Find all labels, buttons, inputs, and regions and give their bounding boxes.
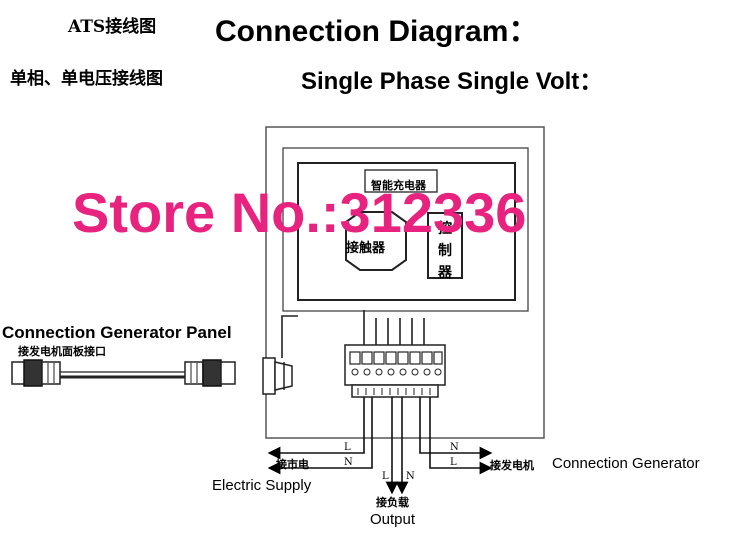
output-n-letter: N xyxy=(406,471,415,482)
charger-label: 智能充电器 xyxy=(371,179,426,192)
generator-panel-label-cn: 接发电机面板接口 xyxy=(18,345,106,358)
internal-wires xyxy=(363,310,425,345)
panel-socket xyxy=(262,357,293,395)
cabinet-inner-frame xyxy=(282,147,529,312)
cabinet-outer xyxy=(265,126,545,439)
electric-supply-label: Electric Supply xyxy=(212,477,312,494)
controller-box xyxy=(427,212,463,279)
mains-n-letter: N xyxy=(344,457,353,468)
mains-label-cn: 接市电 xyxy=(276,458,309,471)
generator-n-letter: N xyxy=(450,442,459,453)
output-wires xyxy=(385,397,409,495)
generator-panel-label: Connection Generator Panel xyxy=(2,323,232,342)
output-l-letter: L xyxy=(382,471,389,482)
controller-label: 控制器 xyxy=(438,221,452,281)
generator-wires xyxy=(419,397,493,475)
title-cn: ATS接线图 xyxy=(68,17,157,37)
contactor-label: 接触器 xyxy=(346,241,386,256)
mains-wires xyxy=(267,397,373,475)
terminal-block xyxy=(344,344,446,398)
mains-l-letter: L xyxy=(344,442,351,453)
panel-cable-up xyxy=(281,315,298,358)
subtitle-cn: 单相、单电压接线图 xyxy=(10,69,163,89)
title-en: Connection Diagram： xyxy=(215,15,539,48)
generator-l-letter: L xyxy=(450,457,457,468)
store-watermark: Store No.:312336 xyxy=(72,181,527,244)
control-panel xyxy=(297,162,516,301)
generator-cable xyxy=(11,359,236,387)
load-label-cn: 接负载 xyxy=(376,496,409,509)
connection-generator-label: Connection Generator xyxy=(552,455,700,472)
subtitle-en: Single Phase Single Volt： xyxy=(301,68,604,95)
output-label: Output xyxy=(370,511,416,528)
generator-label-cn: 接发电机 xyxy=(490,459,534,472)
contactor-box xyxy=(345,211,407,271)
charger-box xyxy=(364,169,438,193)
